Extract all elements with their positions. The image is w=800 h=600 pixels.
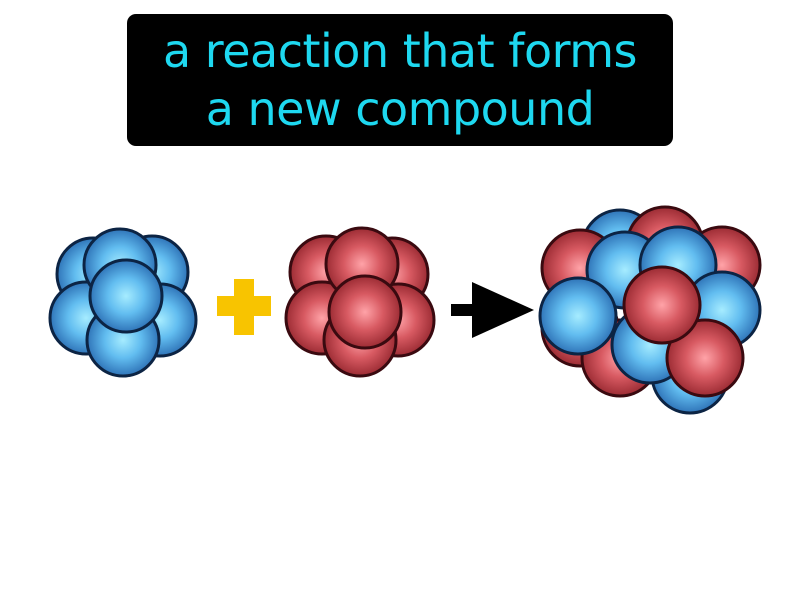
red-atom-cluster xyxy=(284,226,436,378)
arrow-right-icon xyxy=(451,282,534,338)
caption-line-2: a new compound xyxy=(205,82,595,136)
red-atom xyxy=(665,318,745,398)
caption-line-1: a reaction that forms xyxy=(163,24,637,78)
red-atom xyxy=(622,265,702,345)
blue-atom-cluster xyxy=(48,227,198,378)
plus-icon xyxy=(217,279,271,335)
red-atom xyxy=(327,274,403,350)
blue-atom xyxy=(88,258,164,334)
definition-caption: a reaction that forms a new compound xyxy=(127,14,673,146)
blue-atom xyxy=(538,276,618,356)
mixed-atom-cluster xyxy=(538,205,762,415)
